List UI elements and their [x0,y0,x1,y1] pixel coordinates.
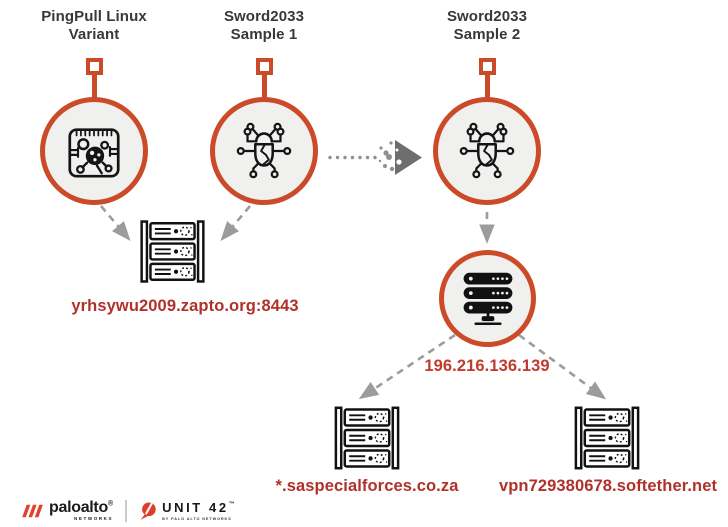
chip-malware-icon [68,128,120,178]
footer-branding: paloalto® NETWORKS UNIT 42™ BY PALO ALTO… [22,497,235,525]
node-sword2033-sample2 [433,97,541,205]
node-c2-server [439,250,536,347]
unit42-name: UNIT 42 [162,500,229,516]
unit42-wordmark: UNIT 42™ BY PALO ALTO NETWORKS [162,500,235,522]
node-pingpull [40,97,148,205]
label-sword2033-sample2: Sword2033 Sample 2 [402,8,572,44]
server-stack-icon [463,272,512,325]
map-pin-square-icon [85,58,103,75]
footer-divider [125,500,128,522]
pin-stem [261,73,267,100]
map-pin-square-icon [255,58,273,75]
pin-stem [91,73,97,100]
server-rack-icon [574,406,640,470]
label-zapto-domain: yrhsywu2009.zapto.org:8443 [71,297,299,315]
bug-circuit-icon [236,122,292,179]
label-line: Sample 1 [230,26,298,43]
dotted-arrow-sample1-to-sample2 [328,140,422,175]
unit42-logo-icon [140,502,156,520]
label-pingpull-linux-variant: PingPull Linux Variant [9,8,179,44]
label-saspecialforces-domain: *.saspecialforces.co.za [275,477,459,495]
trademark-mark: ™ [228,501,235,508]
label-line: PingPull Linux [41,8,147,25]
registered-mark: ® [107,500,114,508]
unit42-sub: BY PALO ALTO NETWORKS [162,517,232,522]
bug-circuit-icon [459,122,515,179]
label-sword2033-sample1: Sword2033 Sample 1 [179,8,349,44]
paloalto-networks-sub: NETWORKS [74,516,114,522]
label-c2-ip: 196.216.136.139 [424,357,550,375]
paloalto-wordmark: paloalto® NETWORKS [49,500,113,522]
map-pin-square-icon [478,58,496,75]
pin-stem [484,73,490,100]
paloalto-name: paloalto [49,499,108,517]
label-line: Variant [68,26,120,43]
dashed-arrow-sample1-to-zapto [220,205,251,241]
label-softether-domain: vpn729380678.softether.net [498,477,718,495]
label-line: Sword2033 [223,8,305,25]
label-line: Sample 2 [453,26,521,43]
dashed-arrow-pingpull-to-zapto [100,205,131,241]
node-sword2033-sample1 [210,97,318,205]
label-line: Sword2033 [446,8,528,25]
paloalto-logo-icon [22,504,43,518]
server-rack-icon [140,220,205,283]
server-rack-icon [334,406,400,470]
